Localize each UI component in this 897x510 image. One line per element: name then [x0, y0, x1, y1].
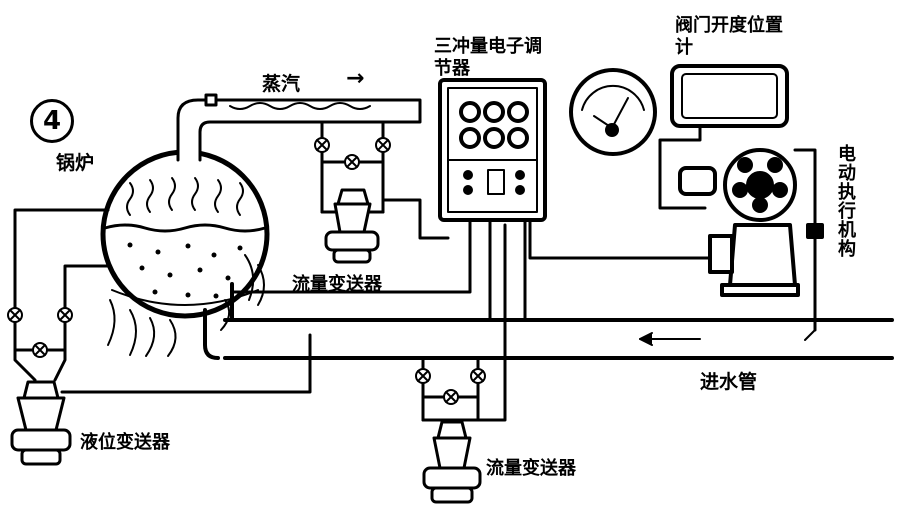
- position-gauge: [569, 68, 657, 156]
- controller-cabinet: [438, 78, 547, 222]
- water-flow-valves: [415, 368, 486, 405]
- electric-actuator: [678, 148, 824, 341]
- controller-label: 三冲量电子调节器: [434, 36, 542, 79]
- flow-transmitter-top-label: 流量变送器: [292, 274, 382, 295]
- feedwater-pipe: [203, 282, 894, 360]
- actuator-label: 电动执行机构: [835, 144, 856, 258]
- level-transmitter-label: 液位变送器: [80, 432, 170, 453]
- fire-flames: [107, 254, 265, 357]
- flow-transmitter-bottom-body: [422, 420, 482, 504]
- level-valves: [7, 307, 73, 358]
- water-flow-tap: [421, 223, 507, 422]
- boiler-label: 锅炉: [56, 152, 95, 174]
- steam-wisps: [126, 177, 244, 216]
- water-bubbles: [127, 242, 243, 299]
- steam-flow-valves: [314, 137, 391, 170]
- feedwater-flow-arrow: [639, 332, 701, 346]
- steam-pipe: [176, 93, 422, 162]
- flow-transmitter-bottom-label: 流量变送器: [486, 458, 576, 479]
- level-transmitter-body: [10, 380, 72, 466]
- steam-direction-arrow: →: [346, 66, 365, 91]
- diagram-number-badge: 4: [30, 99, 74, 143]
- feedwater-pipe-label: 进水管: [700, 371, 758, 393]
- valve-position-meter-label: 阀门开度位置计: [675, 15, 783, 58]
- flow-transmitter-top-body: [324, 188, 380, 264]
- steam-label: 蒸汽: [262, 73, 301, 95]
- valve-position-meter: [670, 64, 789, 128]
